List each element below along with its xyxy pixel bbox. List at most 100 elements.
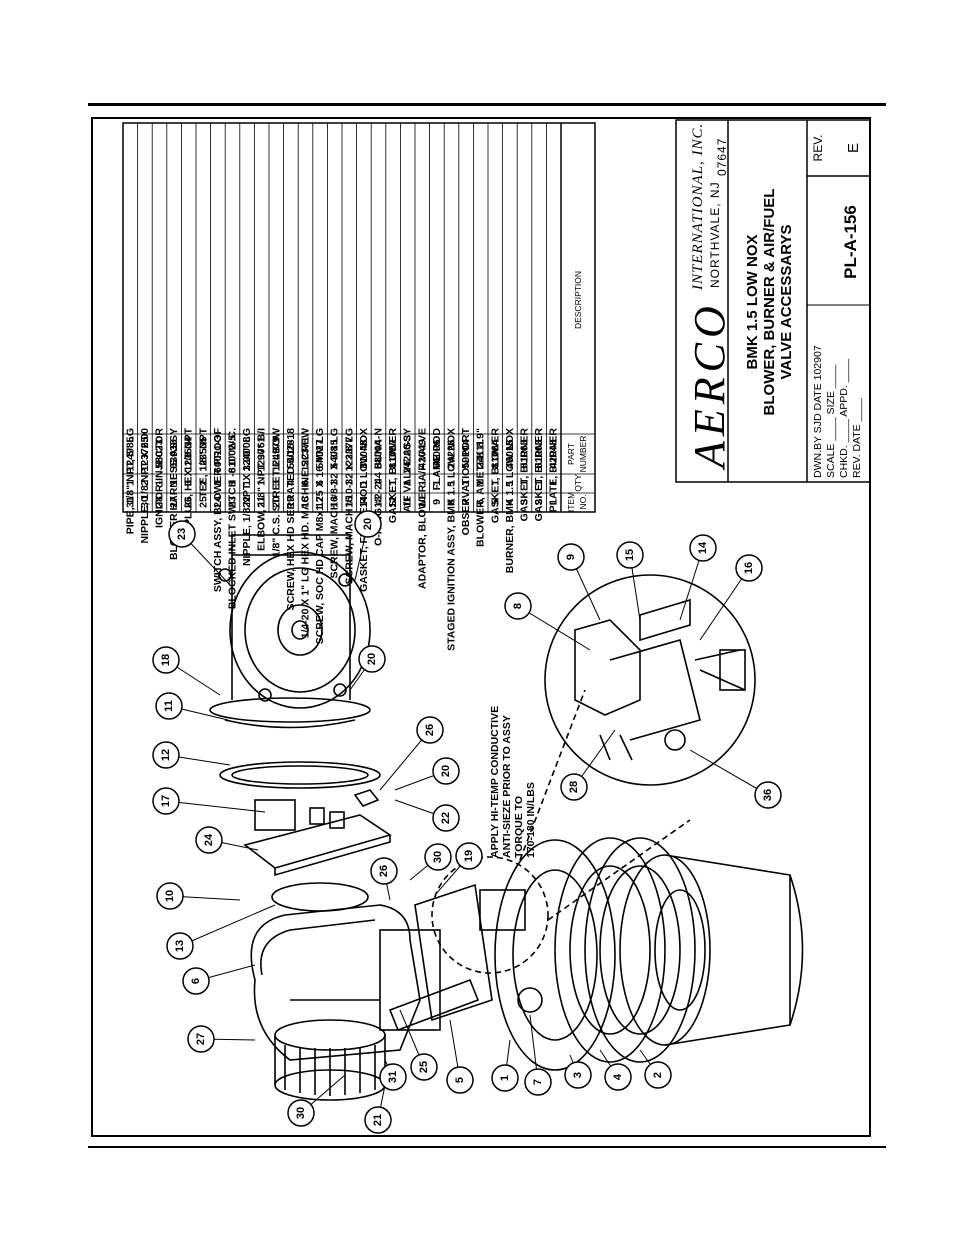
callout-number: 17 (160, 795, 172, 807)
af-valve-illustration (209, 534, 371, 729)
description-cell: PLUG, HEX 1/8 NPT (183, 427, 195, 526)
torque-note: APPLY HI-TEMP CONDUCTIVE ANTI-SIEZE PRIO… (489, 706, 537, 858)
callout-balloon (446, 1066, 474, 1094)
qty-cell: 1 (241, 480, 253, 486)
leader-line (689, 749, 769, 796)
callout-number: 24 (203, 833, 215, 846)
callout-balloon (358, 645, 386, 673)
item-number-cell: 17 (314, 496, 326, 508)
callout-number: 28 (568, 781, 580, 793)
qty-cell: 2 (139, 480, 151, 486)
description-cell: A/F VALVE ASSY (402, 428, 414, 512)
callout-balloon (182, 967, 210, 995)
item-number-cell: 8 (446, 499, 458, 505)
part-number-cell: 54015 (329, 439, 341, 468)
callout-number: 3 (572, 1072, 584, 1078)
description-cell: TEE, 1/8" NPT (197, 427, 209, 497)
callout-number: 9 (565, 554, 577, 560)
callout-number: 25 (418, 1061, 430, 1073)
revision-value: E (845, 143, 862, 153)
blower-mount-gasket-illustration (414, 883, 493, 1022)
part-number-cell: 24220-3 (402, 435, 414, 474)
item-number-cell: 31 (124, 496, 136, 508)
qty-cell: 6 (300, 480, 312, 486)
note-line-1: APPLY HI-TEMP CONDUCTIVE (489, 706, 501, 858)
item-number-cell: 28 (154, 496, 166, 508)
qty-cell: 1 (373, 480, 385, 486)
item-number-cell: 19 (285, 496, 297, 508)
leader-line (699, 567, 750, 641)
callout-number: 19 (463, 850, 475, 862)
description-cell: SCREW, MACH #10-32 X 3/8 LG (343, 428, 355, 584)
item-number-cell: 11 (402, 496, 414, 507)
part-number-cell: 46015 (504, 439, 516, 468)
description-cell: SCREW, MACH #8-32 X 3/8 LG (329, 428, 341, 579)
item-number-cell: 1 (548, 499, 560, 505)
callout-number: 1 (499, 1075, 511, 1081)
leader-line (165, 800, 266, 813)
description-cell: GASKET, BLOWER (387, 428, 399, 524)
callout-balloon (287, 1099, 315, 1127)
title-line-1: BMK 1.5 LOW NOX (744, 234, 761, 369)
part-number-cell: 123535 (197, 436, 209, 471)
item-number-cell: 3 (519, 499, 531, 505)
part-number-cell: 24111 (475, 440, 487, 468)
qty-cell: 3 (183, 480, 195, 486)
header-description: DESCRIPTION (573, 271, 583, 329)
description-cell: GASKET, BURNER (519, 428, 531, 522)
description-cell: NIPPLE, 1/8 NPT X 3.00" LG (241, 428, 253, 566)
item-number-cell: 21 (256, 496, 268, 508)
callout-number: 27 (195, 1033, 207, 1045)
callout-number: 26 (378, 865, 390, 877)
description-cell: 1/8" C.S. STREET ELBOW (270, 428, 282, 557)
qty-cell: 1 (475, 480, 487, 486)
item-number-cell: 10 (416, 496, 428, 508)
part-number-cell: 123761 (256, 436, 268, 471)
callout-balloon (152, 741, 180, 769)
qty-cell: 1 (431, 480, 443, 486)
part-number-cell: 63038 (168, 439, 180, 468)
qty-cell: 1 (387, 480, 399, 486)
description-cell: NIPPLE, 1/8 NPT X 2.00 (139, 428, 151, 544)
part-number-cell: 81064 (489, 439, 501, 468)
qty-cell: 2 (197, 480, 209, 486)
burner-illustration (619, 854, 804, 1046)
callout-number: 6 (190, 978, 202, 984)
qty-cell: 1 (358, 480, 370, 486)
description-cell: PLATE, BURNER (548, 428, 560, 513)
description-cell: OBSERVATION PORT (460, 427, 472, 535)
item-number-cell: 6 (475, 499, 487, 505)
item-number-cell: 24 (212, 496, 224, 508)
leader-line (517, 605, 591, 651)
qty-cell: 1 (212, 480, 224, 486)
company-suffix: INTERNATIONAL, INC. (690, 123, 706, 291)
header-item: ITEM (566, 492, 576, 512)
item-number-cell: 30 (139, 496, 151, 508)
title-line-2: BLOWER, BURNER & AIR/FUEL (761, 189, 778, 416)
callout-balloon (379, 1063, 407, 1091)
item-number-cell: 13 (373, 496, 385, 508)
part-number-cell: 60011-3 (212, 435, 224, 473)
part-number-cell: 123765 (139, 436, 151, 471)
header-qty: QTY (573, 474, 583, 492)
title-line-3: VALVE ACCESSARYS (778, 224, 795, 379)
description-cell: BLOWER, AMETEK 8.9" (475, 428, 487, 547)
qty-cell: 1 (416, 480, 428, 486)
part-number-cell: 59104 (460, 439, 472, 468)
part-number-cell: 24226 (446, 439, 458, 468)
qty-cell: 1 (256, 480, 268, 486)
description-cell: IGNITOR-INJECTOR (154, 428, 166, 528)
scale-size: SCALE ____ SIZE ____ (825, 365, 837, 478)
callout-balloon (524, 1068, 552, 1096)
callout-number: 10 (164, 890, 176, 902)
callout-number: 13 (174, 940, 186, 952)
callout-number: 36 (762, 789, 774, 801)
burner-gasket-b-illustration (584, 837, 696, 1063)
callout-balloon (364, 1106, 392, 1134)
qty-cell: 1 (124, 480, 136, 486)
checked-approved: CHKD. ____ APPD. ____ (838, 359, 850, 478)
qty-cell: 1 (504, 480, 516, 486)
adaptor-plate-illustration (243, 789, 392, 877)
